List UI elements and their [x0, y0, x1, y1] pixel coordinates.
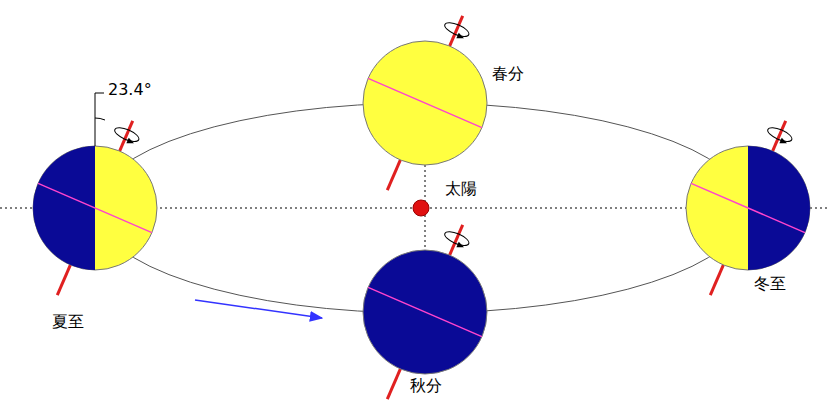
earth-winter: [686, 121, 810, 295]
season-label: 冬至: [754, 274, 786, 293]
earth-spring: [363, 16, 487, 190]
earth-summer: [33, 93, 157, 295]
season-label: 秋分: [410, 376, 442, 395]
earth-autumn: [363, 225, 487, 399]
season-label: 春分: [492, 64, 524, 83]
season-label: 夏至: [52, 312, 84, 331]
angle-label: 23.4°: [108, 80, 152, 99]
motion-arrow: [195, 300, 322, 318]
sun-dot: [413, 200, 429, 216]
sun-label: 太陽: [445, 179, 477, 198]
